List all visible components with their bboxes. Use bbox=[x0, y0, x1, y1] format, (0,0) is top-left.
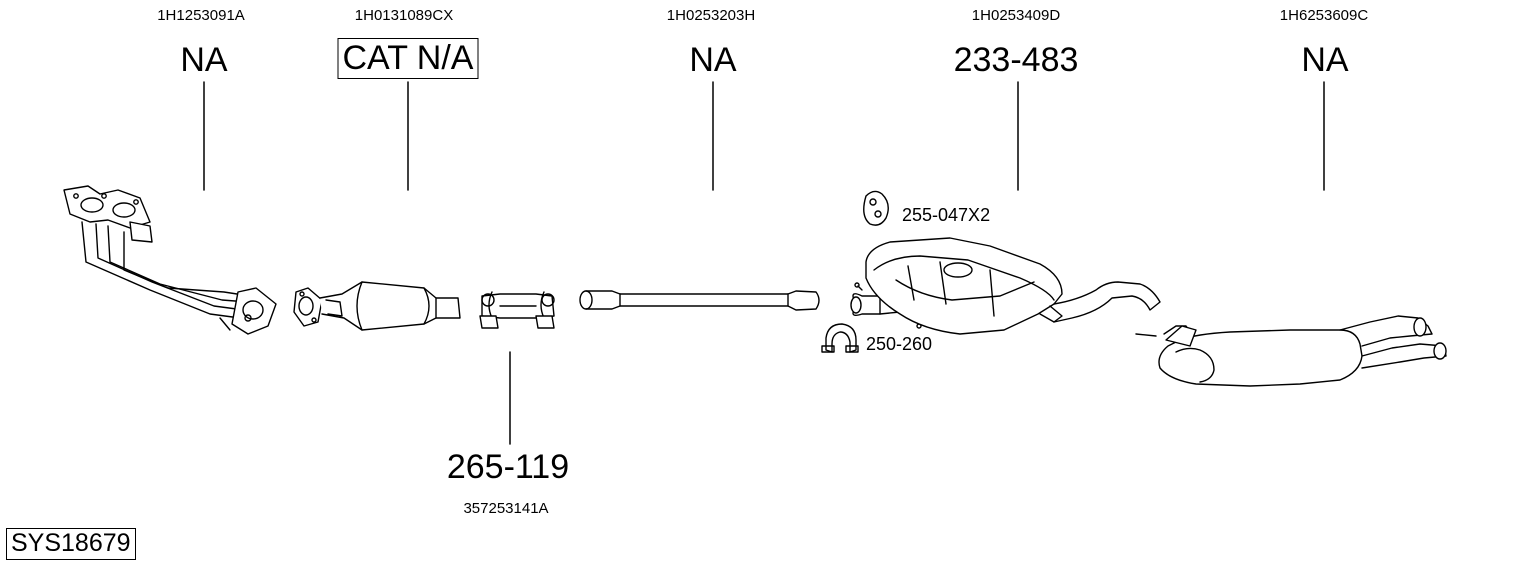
system-id-badge: SYS18679 bbox=[6, 528, 136, 560]
clamp-part-number[interactable]: 265-119 bbox=[446, 448, 570, 486]
hardware-label-hanger[interactable]: 255-047X2 bbox=[902, 205, 991, 225]
oem-number-rear-silencer: 1H6253609C bbox=[1279, 7, 1369, 24]
leader-lines bbox=[203, 81, 1325, 445]
rear-silencer-drawing bbox=[1135, 315, 1447, 387]
front-pipe-drawing bbox=[579, 290, 820, 311]
middle-silencer-drawing bbox=[850, 237, 1161, 335]
oem-number-front-pipe: 1H0253203H bbox=[666, 7, 756, 24]
part-label-middle-silencer[interactable]: 233-483 bbox=[953, 41, 1079, 79]
hardware-label-pipe-clamp[interactable]: 250-260 bbox=[866, 334, 933, 354]
part-label-front-pipe[interactable]: NA bbox=[689, 41, 737, 79]
rubber-hanger-icon bbox=[863, 190, 889, 226]
part-label-catalyst[interactable]: CAT N/A bbox=[337, 38, 479, 79]
part-label-rear-silencer[interactable]: NA bbox=[1301, 41, 1349, 79]
oem-number-manifold: 1H1253091A bbox=[157, 7, 245, 24]
clamp-oem-number: 357253141A bbox=[463, 500, 549, 517]
pipe-clamp-icon bbox=[821, 323, 859, 353]
exhaust-manifold-drawing bbox=[63, 185, 277, 335]
clamp-drawing bbox=[479, 291, 555, 329]
part-label-manifold[interactable]: NA bbox=[180, 41, 228, 79]
oem-number-middle-silencer: 1H0253409D bbox=[971, 7, 1061, 24]
oem-number-catalyst: 1H0131089CX bbox=[354, 7, 454, 24]
catalytic-converter-drawing bbox=[293, 281, 461, 331]
